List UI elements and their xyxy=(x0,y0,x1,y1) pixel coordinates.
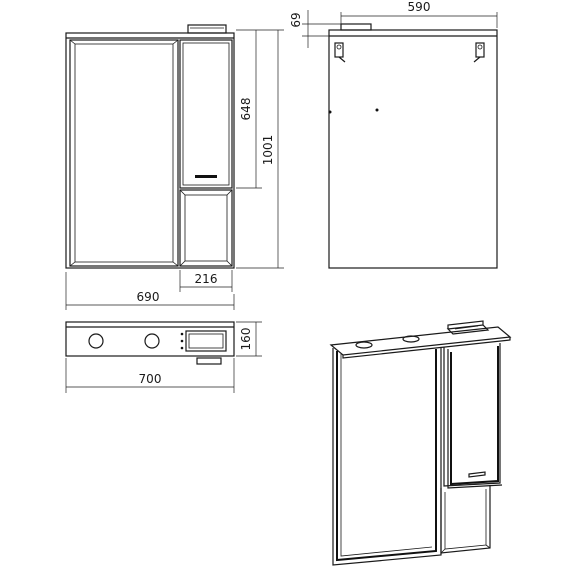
iso-cabinet-door xyxy=(447,349,503,489)
plan-cabinet xyxy=(185,330,227,352)
lower-shelf xyxy=(179,189,233,267)
iso-lamp xyxy=(446,324,490,335)
label-cabinet-height: 648 xyxy=(239,98,253,121)
dimension-side-depth: 590 xyxy=(340,0,498,28)
label-cabinet-width: 216 xyxy=(195,272,218,286)
label-top-offset: 69 xyxy=(289,12,303,27)
mirror-outer xyxy=(69,39,179,267)
iso-cabinet-side xyxy=(443,343,501,487)
plan-outline xyxy=(65,321,235,357)
back-lamp xyxy=(340,23,372,31)
label-side-depth: 590 xyxy=(408,0,431,14)
front-view xyxy=(65,24,235,269)
iso-spotlight-right-icon xyxy=(402,335,420,343)
iso-top-shelf xyxy=(329,326,512,356)
label-total-height: 1001 xyxy=(261,135,275,166)
dimension-cabinet-height: 648 xyxy=(236,30,262,189)
door-handle xyxy=(195,175,217,178)
dimension-top-offset: 69 xyxy=(289,10,341,48)
label-mirror-width: 690 xyxy=(137,290,160,304)
dimension-total-height: 1001 xyxy=(236,29,284,269)
dimension-plan-depth: 160 xyxy=(236,321,262,357)
hanger-left-icon xyxy=(334,42,346,63)
plan-handle xyxy=(196,357,222,365)
spotlight-right-icon xyxy=(144,333,160,349)
iso-lower-shelf xyxy=(440,485,491,554)
lamp-fixture xyxy=(187,24,227,34)
isometric-view xyxy=(329,320,512,566)
back-outline xyxy=(328,29,498,269)
iso-spotlight-left-icon xyxy=(355,341,373,349)
iso-door-handle xyxy=(468,471,486,478)
dimension-mirror-width: 690 xyxy=(65,272,235,310)
hanger-right-icon xyxy=(473,42,485,63)
cabinet-door xyxy=(179,39,233,189)
plan-view xyxy=(65,321,235,365)
dimension-cabinet-width: 216 xyxy=(179,270,233,292)
iso-mirror-frame xyxy=(332,348,442,566)
label-plan-depth: 160 xyxy=(239,328,253,351)
label-plan-width: 700 xyxy=(139,372,162,386)
mirror-inner xyxy=(74,43,174,263)
spotlight-left-icon xyxy=(88,333,104,349)
front-outline xyxy=(65,32,235,269)
dimension-plan-width: 700 xyxy=(65,358,235,393)
back-view xyxy=(328,23,498,269)
